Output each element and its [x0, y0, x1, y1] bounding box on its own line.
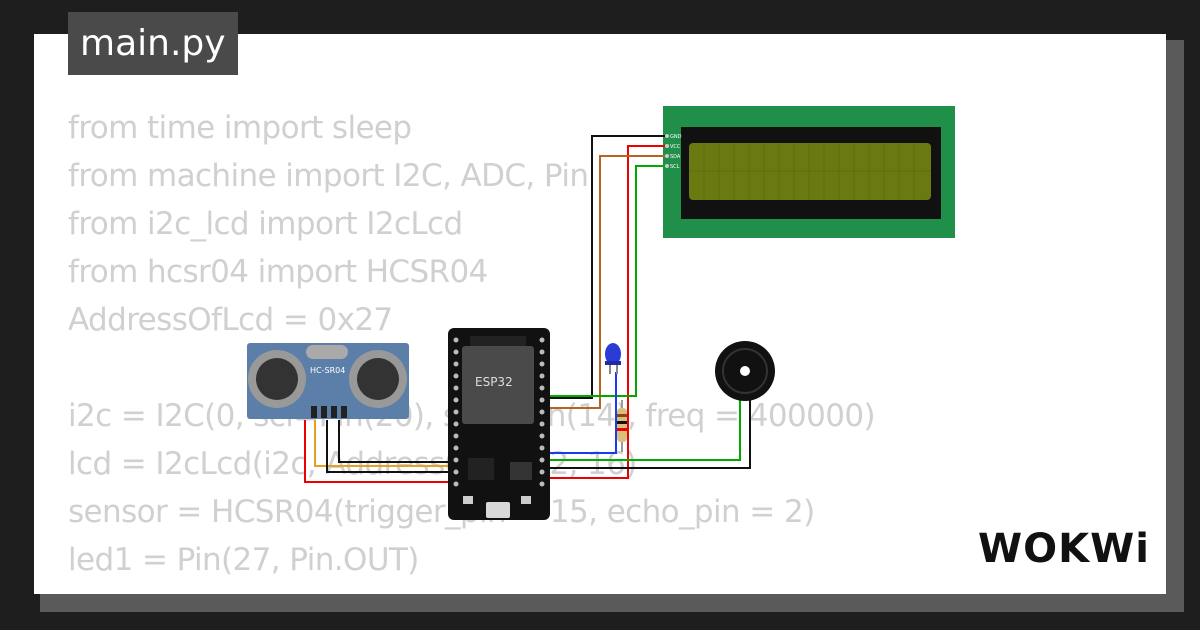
code-line: led2 = Pin(25, Pin.OUT) — [68, 584, 875, 594]
sensor-label: HC-SR04 — [310, 366, 345, 375]
wires — [304, 135, 751, 483]
code-line: AddressOfLcd = 0x27 — [68, 302, 393, 338]
lcd-pin-gnd: GND — [670, 134, 682, 140]
code-line: from time import sleep — [68, 110, 412, 146]
led[interactable] — [605, 343, 621, 374]
buzzer[interactable] — [715, 341, 775, 401]
file-title-tab[interactable]: main.py — [68, 12, 238, 75]
lcd-pin-scl: SCL — [670, 164, 680, 170]
code-line: from i2c_lcd import I2cLcd — [68, 206, 463, 242]
code-line: from hcsr04 import HCSR04 — [68, 254, 488, 290]
wokwi-logo: WOKWi — [978, 526, 1150, 572]
lcd-pin-sda: SDA — [670, 154, 681, 160]
code-line: led1 = Pin(27, Pin.OUT) — [68, 542, 419, 578]
board-label: ESP32 — [475, 375, 513, 389]
lcd-display[interactable]: GND VCC SDA SCL — [663, 106, 955, 238]
esp32-board[interactable]: ESP32 — [448, 328, 550, 520]
resistor[interactable] — [617, 400, 627, 452]
code-line: from machine import I2C, ADC, Pin — [68, 158, 589, 194]
ultrasonic-sensor[interactable]: HC-SR04 — [247, 343, 409, 419]
lcd-pin-vcc: VCC — [670, 144, 681, 150]
